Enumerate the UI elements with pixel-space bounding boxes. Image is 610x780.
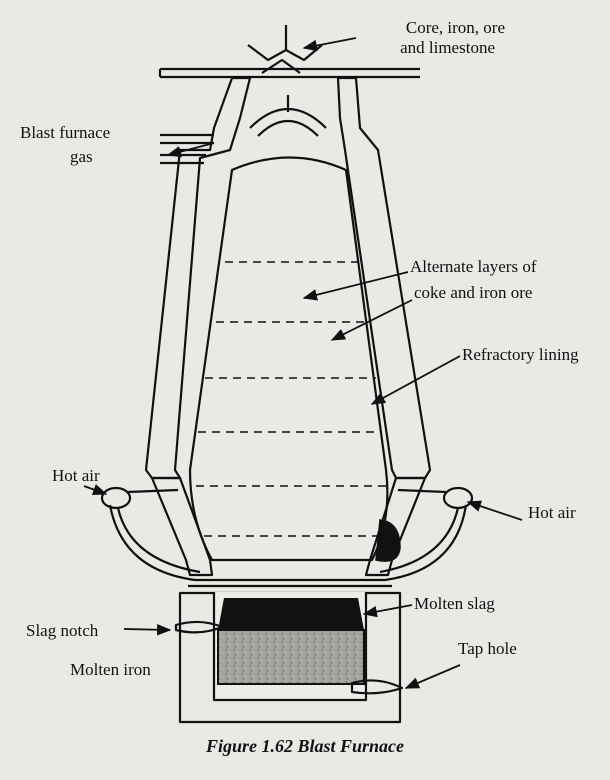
label-layers-line1: Alternate layers of (410, 257, 537, 276)
label-gas-line2: gas (70, 147, 93, 166)
label-gas-line1: Blast furnace (20, 123, 110, 142)
label-refractory-lining: Refractory lining (462, 345, 579, 364)
leader-arrows (83, 37, 523, 689)
hearth (174, 584, 404, 724)
charging-bell-assembly (158, 25, 420, 137)
molten-slag-layer (218, 598, 364, 630)
hot-air-bustle-pipe (100, 486, 474, 582)
label-molten-slag: Molten slag (414, 594, 495, 613)
tap-hole-plug (350, 679, 404, 695)
label-charge-line2: and limestone (400, 38, 495, 57)
label-hot-air-right: Hot air (528, 503, 576, 522)
label-layers-line2: coke and iron ore (414, 283, 532, 302)
label-molten-iron: Molten iron (70, 660, 151, 679)
charge-column (188, 156, 389, 562)
slag-notch-plug (174, 620, 224, 634)
label-slag-notch: Slag notch (26, 621, 99, 640)
label-charge-line1: Core, iron, ore (406, 18, 505, 37)
figure-caption: Figure 1.62 Blast Furnace (205, 736, 404, 756)
label-tap-hole: Tap hole (458, 639, 517, 658)
molten-iron-pool (217, 629, 365, 685)
layer-dashes (196, 261, 386, 537)
label-hot-air-left: Hot air (52, 466, 100, 485)
